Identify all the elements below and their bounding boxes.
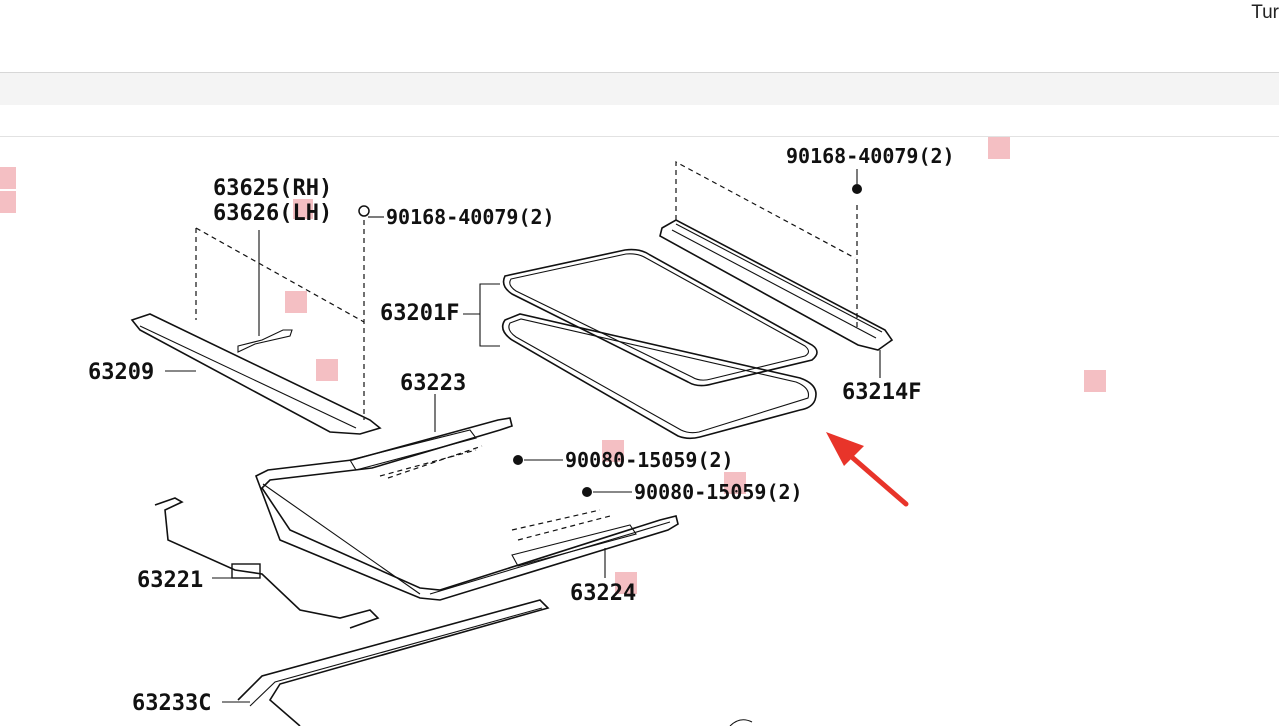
hotspot-marker[interactable] <box>285 291 307 313</box>
glass-panel-drawing <box>463 248 818 440</box>
hotspot-marker[interactable] <box>293 199 313 219</box>
side-panel-drawing <box>130 205 384 435</box>
part-label[interactable]: 63214F <box>842 380 921 405</box>
rear-rail-drawing <box>659 160 894 378</box>
hotspot-marker[interactable] <box>0 191 16 213</box>
part-label[interactable]: 63233C <box>132 691 211 716</box>
hotspot-marker[interactable] <box>615 572 637 594</box>
part-label[interactable]: 63224 <box>570 581 636 606</box>
toolbar-band <box>0 72 1279 106</box>
frame-drawing <box>254 394 679 601</box>
hotspot-marker[interactable] <box>988 137 1010 159</box>
sub-band <box>0 105 1279 137</box>
hotspot-marker[interactable] <box>1084 370 1106 392</box>
top-right-text: Tur <box>1251 2 1279 23</box>
part-label[interactable]: 90080-15059(2) <box>634 480 803 504</box>
part-label[interactable]: 90080-15059(2) <box>565 448 734 472</box>
part-label[interactable]: 63625(RH) <box>213 176 332 201</box>
part-label[interactable]: 63201F <box>380 301 459 326</box>
drive-cable-drawing <box>154 497 380 629</box>
part-label[interactable]: 90168-40079(2) <box>786 144 955 168</box>
hotspot-marker[interactable] <box>724 472 746 494</box>
hotspot-markers <box>0 137 1106 594</box>
guide-rail-drawing <box>222 599 753 726</box>
part-label[interactable]: 63626(LH) <box>213 201 332 226</box>
part-label[interactable]: 63223 <box>400 371 466 396</box>
annotation-arrow <box>826 432 909 507</box>
top-strip: Tur <box>0 0 1279 72</box>
hotspot-marker[interactable] <box>0 167 16 189</box>
part-label[interactable]: 63209 <box>88 360 154 385</box>
hotspot-marker[interactable] <box>316 359 338 381</box>
part-label[interactable]: 63221 <box>137 568 203 593</box>
part-label[interactable]: 90168-40079(2) <box>386 205 555 229</box>
hotspot-marker[interactable] <box>602 440 624 462</box>
